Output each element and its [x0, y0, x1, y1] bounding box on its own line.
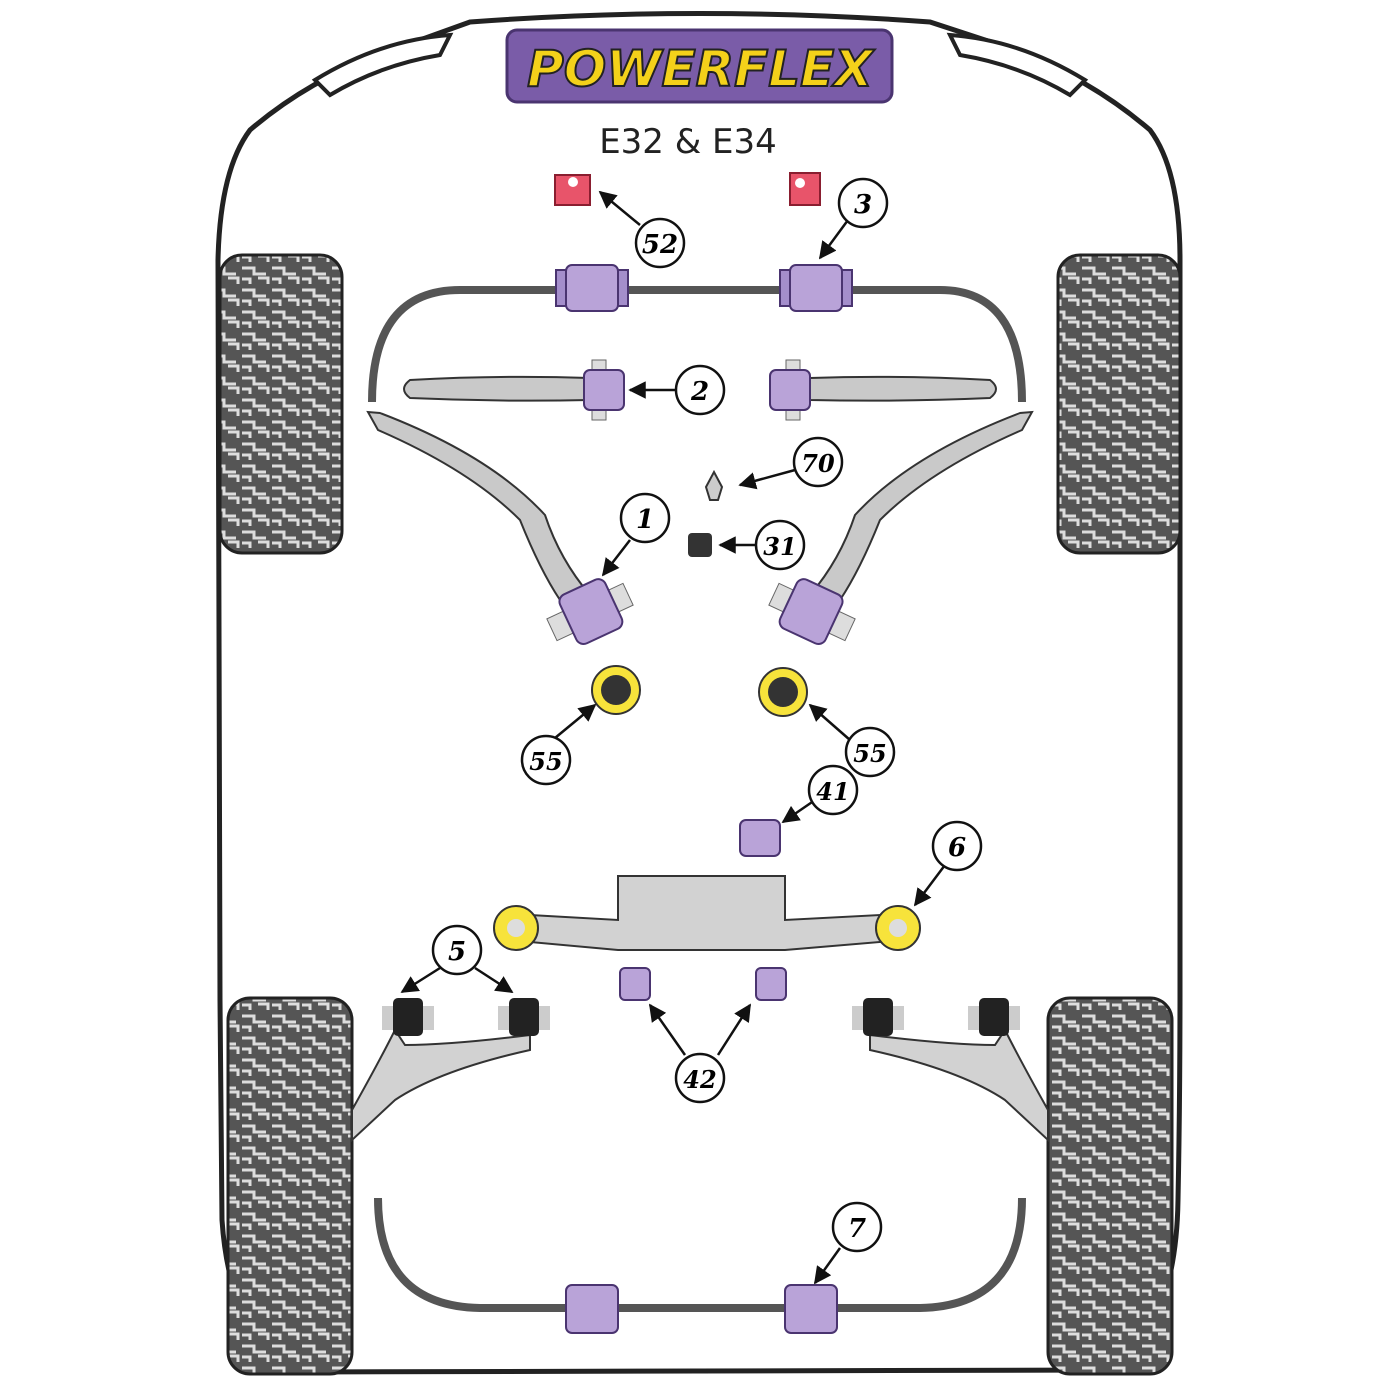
mount-55-left	[591, 665, 641, 715]
svg-text:2: 2	[690, 377, 709, 407]
callout-3: 3	[837, 177, 889, 229]
model-subtitle: E32 & E34	[599, 122, 777, 162]
svg-text:6: 6	[948, 833, 966, 863]
rear-arm-right	[869, 1028, 1049, 1143]
svg-text:55: 55	[529, 747, 562, 776]
svg-text:7: 7	[848, 1214, 866, 1244]
callout-70: 70	[792, 436, 844, 488]
subframe-bushing-right	[875, 905, 921, 951]
left-headlight	[311, 32, 454, 98]
part-31	[688, 533, 712, 557]
mount-55-right	[758, 667, 808, 717]
rear-arm-bushing-r2	[968, 998, 1020, 1036]
tension-strut-right	[809, 375, 997, 402]
rear-arm-left	[351, 1028, 531, 1143]
car-body-outline	[215, 11, 1183, 1375]
svg-text:31: 31	[763, 532, 796, 561]
part-42-left	[619, 967, 651, 1001]
svg-text:70: 70	[801, 449, 835, 478]
callout-2: 2	[674, 364, 726, 416]
callout-41: 41	[807, 764, 859, 816]
svg-text:52: 52	[642, 230, 678, 260]
callout-7: 7	[831, 1201, 883, 1253]
callout-1: 1	[619, 492, 671, 544]
part-41	[739, 819, 781, 857]
front-left-tyre	[218, 253, 344, 555]
callout-6: 6	[931, 820, 983, 872]
svg-text:41: 41	[816, 777, 849, 806]
part-42-right	[755, 967, 787, 1001]
callout-31: 31	[754, 519, 806, 571]
tension-strut-left	[403, 375, 591, 402]
front-arb-bushing-right	[779, 264, 853, 312]
front-anti-roll-bar	[368, 286, 1026, 403]
strut-bushing-right	[769, 359, 811, 421]
subframe-bushing-left	[493, 905, 539, 951]
rear-right-tyre	[1046, 996, 1174, 1376]
rear-arm-bushing-r1	[852, 998, 904, 1036]
right-headlight	[946, 32, 1089, 98]
callout-52: 52	[634, 217, 686, 269]
part-70	[704, 469, 724, 501]
callout-arrows	[400, 190, 946, 1285]
svg-text:55: 55	[853, 739, 886, 768]
callout-55-left: 55	[520, 734, 572, 786]
powerflex-logo: POWERFLEX	[505, 28, 894, 104]
wishbone-bushing-right	[768, 578, 856, 645]
rear-arm-bushing-l2	[498, 998, 550, 1036]
svg-text:3: 3	[854, 190, 872, 220]
callout-55-right: 55	[844, 726, 896, 778]
strut-bushing-left	[583, 359, 625, 421]
rear-arb-bushing-right	[784, 1284, 838, 1334]
svg-text:5: 5	[448, 937, 466, 967]
brand-name: POWERFLEX	[527, 40, 875, 98]
bump-stop-left	[554, 174, 591, 206]
rear-left-tyre	[226, 996, 354, 1376]
front-right-tyre	[1056, 253, 1182, 555]
svg-text:1: 1	[636, 505, 654, 535]
wishbone-bushing-left	[546, 578, 634, 645]
bump-stop-right	[789, 172, 821, 206]
rear-anti-roll-bar	[374, 1197, 1026, 1312]
front-arb-bushing-left	[555, 264, 629, 312]
callout-5: 5	[431, 924, 483, 976]
rear-arb-bushing-left	[565, 1284, 619, 1334]
svg-text:42: 42	[683, 1065, 716, 1094]
rear-arm-bushing-l1	[382, 998, 434, 1036]
callout-42: 42	[674, 1052, 726, 1104]
